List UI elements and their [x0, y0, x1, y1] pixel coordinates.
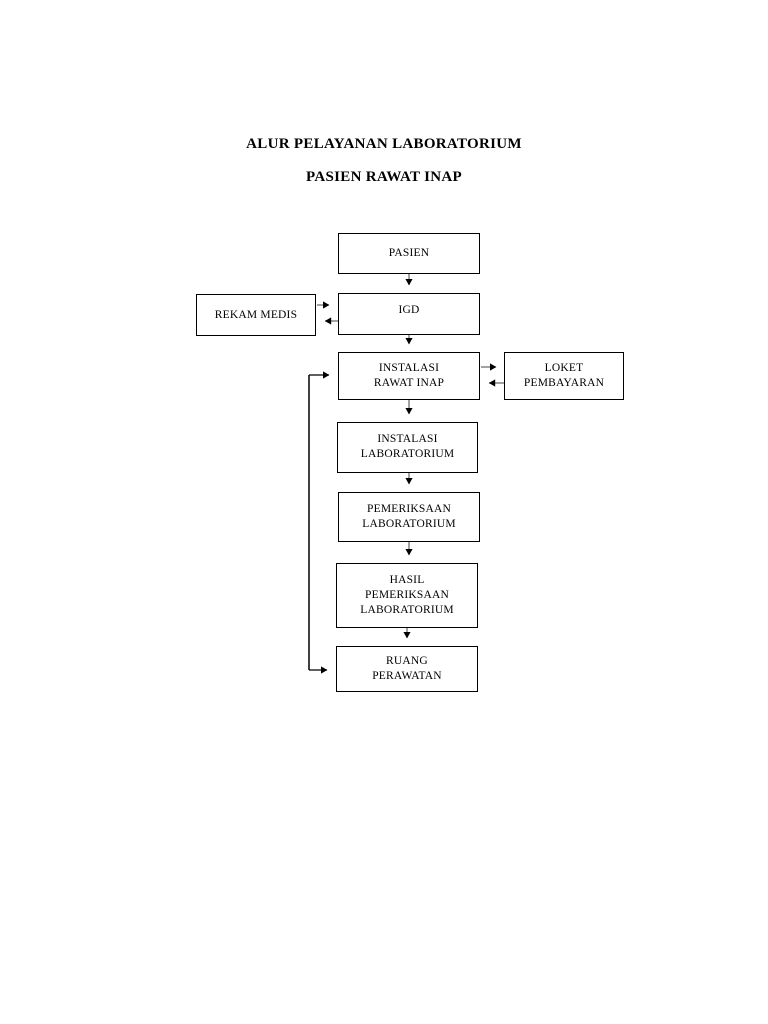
node-rekam-medis-label: REKAM MEDIS	[214, 308, 298, 321]
node-igd-label: IGD	[398, 304, 420, 316]
page-title-line-1: ALUR PELAYANAN LABORATORIUM	[246, 136, 522, 152]
node-pasien[interactable]: PASIEN	[338, 233, 480, 274]
node-hasil-pemeriksaan-laboratorium[interactable]: HASIL PEMERIKSAAN LABORATORIUM	[336, 563, 478, 628]
node-ruang-perawatan[interactable]: RUANG PERAWATAN	[336, 646, 478, 692]
node-loket-pembayaran[interactable]: LOKET PEMBAYARAN	[504, 352, 624, 400]
node-rekam-medis[interactable]: REKAM MEDIS	[196, 294, 316, 336]
node-instalasi-rawat-inap-label: INSTALASI RAWAT INAP	[373, 362, 445, 389]
node-instalasi-laboratorium[interactable]: INSTALASI LABORATORIUM	[337, 422, 478, 473]
node-instalasi-rawat-inap[interactable]: INSTALASI RAWAT INAP	[338, 352, 480, 400]
node-pemeriksaan-laboratorium-label: PEMERIKSAAN LABORATORIUM	[362, 503, 456, 530]
node-igd[interactable]: IGD	[338, 293, 480, 335]
node-pemeriksaan-laboratorium[interactable]: PEMERIKSAAN LABORATORIUM	[338, 492, 480, 542]
node-hasil-pemeriksaan-laboratorium-label: HASIL PEMERIKSAAN LABORATORIUM	[360, 574, 454, 616]
node-pasien-label: PASIEN	[388, 247, 430, 259]
page-title-line-2: PASIEN RAWAT INAP	[306, 169, 462, 185]
node-instalasi-laboratorium-label: INSTALASI LABORATORIUM	[360, 433, 455, 460]
node-loket-pembayaran-label: LOKET PEMBAYARAN	[523, 362, 605, 389]
node-ruang-perawatan-label: RUANG PERAWATAN	[372, 655, 442, 682]
